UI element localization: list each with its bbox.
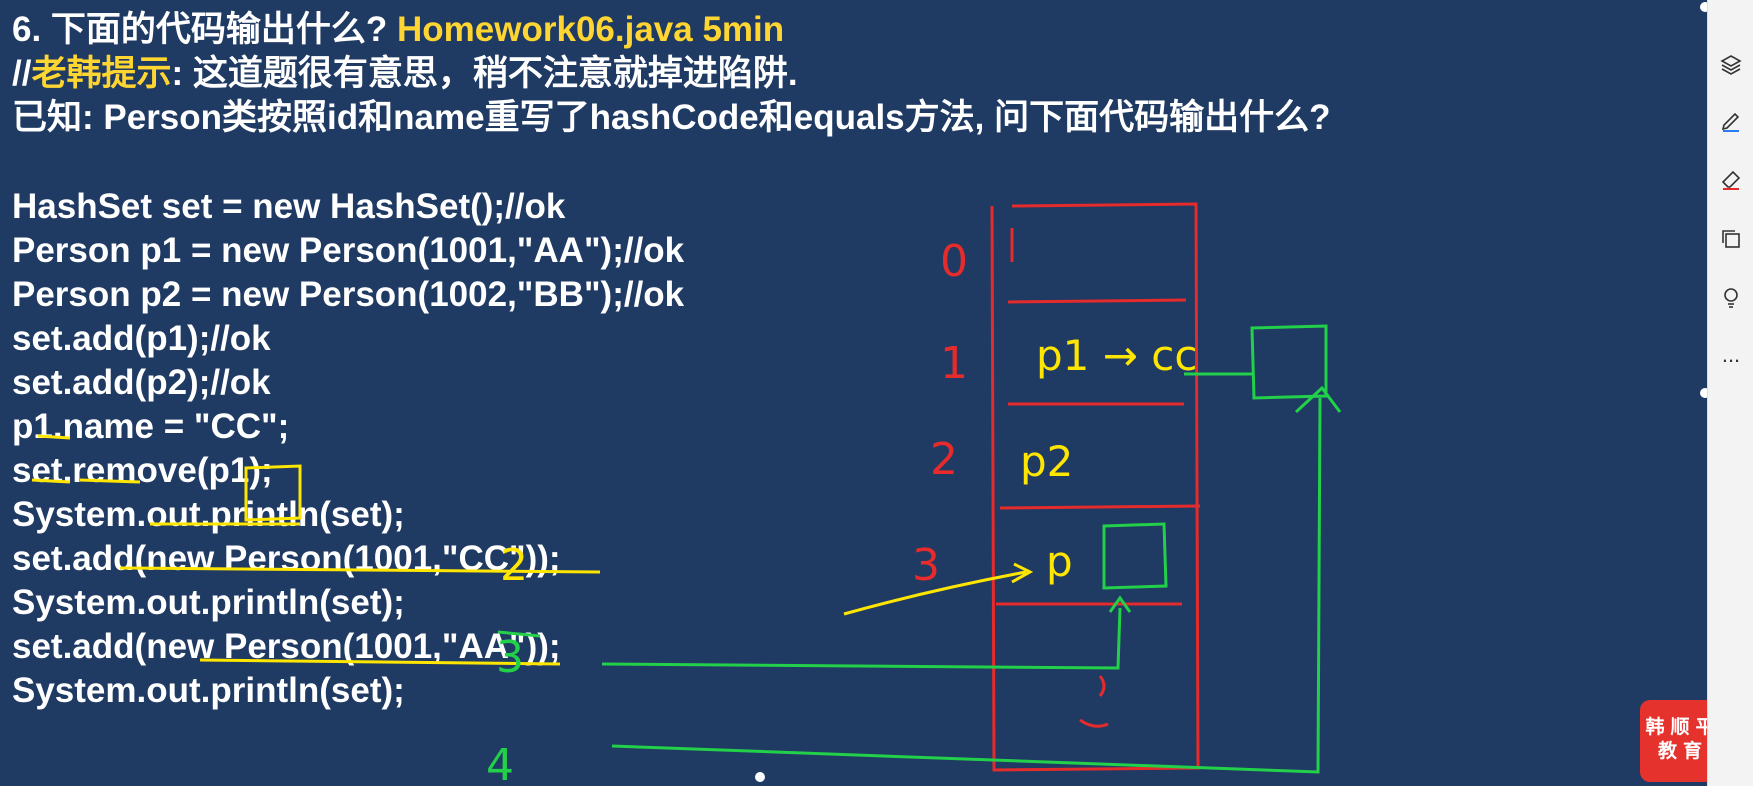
frame-handle[interactable] <box>1700 388 1707 398</box>
layers-icon[interactable] <box>1716 50 1746 80</box>
pen-icon[interactable] <box>1716 106 1746 136</box>
index-label: 2 <box>930 434 958 485</box>
code-line: Person p2 = new Person(1002,"BB");//ok <box>12 275 685 314</box>
code-line: set.add(p1);//ok <box>12 319 271 358</box>
green-arrows <box>497 324 1342 774</box>
index-label: 0 <box>940 236 968 287</box>
index-label: 3 <box>912 540 940 591</box>
dash-scribble <box>1079 675 1109 728</box>
code-line: set.add(new Person(1001,"CC")); <box>12 539 561 578</box>
more-icon[interactable]: ... <box>1721 342 1741 367</box>
slide: 6. 下面的代码输出什么? Homework06.java 5min //老韩提… <box>0 0 1707 786</box>
code-line: System.out.println(set); <box>12 671 405 710</box>
hint-line: //老韩提示: 这道题很有意思，稍不注意就掉进陷阱. <box>12 52 798 96</box>
bulb-icon[interactable] <box>1716 282 1746 312</box>
code-line: p1.name = "CC"; <box>12 407 290 446</box>
question-title: 6. 下面的代码输出什么? Homework06.java 5min <box>12 8 784 52</box>
cell-label: p1 → cc <box>1036 331 1197 380</box>
hint-prefix: // <box>12 54 32 93</box>
code-line: HashSet set = new HashSet();//ok <box>12 187 566 226</box>
code-line: set.add(p2);//ok <box>12 363 271 402</box>
index-label: 1 <box>940 338 968 389</box>
eraser-icon[interactable] <box>1716 164 1746 194</box>
code-line: System.out.println(set); <box>12 495 405 534</box>
code-line: Person p1 = new Person(1001,"AA");//ok <box>12 231 685 270</box>
title-prefix: 6. 下面的代码输出什么? <box>12 10 388 49</box>
code-line: set.remove(p1); <box>12 451 273 490</box>
tool-sidebar: ... <box>1707 0 1753 786</box>
code-line: set.add(new Person(1001,"AA")); <box>12 627 561 666</box>
cell-label: p <box>1046 537 1073 586</box>
answer-label: 4 <box>486 740 514 786</box>
copy-icon[interactable] <box>1716 224 1746 254</box>
frame-handle[interactable] <box>1700 2 1707 12</box>
cell-label: p2 <box>1020 437 1073 486</box>
index-labels: 0 1 2 3 <box>912 236 968 591</box>
logo-line: 教育 <box>1657 741 1708 762</box>
frame-handle[interactable] <box>755 772 765 782</box>
cell-labels: p1 → cc p2 p <box>1020 331 1197 586</box>
hint-label: 老韩提示 <box>31 54 172 93</box>
hash-table-drawing <box>990 202 1201 772</box>
logo-line: 韩顺平 <box>1645 717 1721 738</box>
known-line: 已知: Person类按照id和name重写了hashCode和equals方法… <box>12 98 1331 137</box>
code-line: System.out.println(set); <box>12 583 405 622</box>
hint-text: : 这道题很有意思，稍不注意就掉进陷阱. <box>171 54 798 93</box>
title-highlight: Homework06.java 5min <box>397 10 785 49</box>
